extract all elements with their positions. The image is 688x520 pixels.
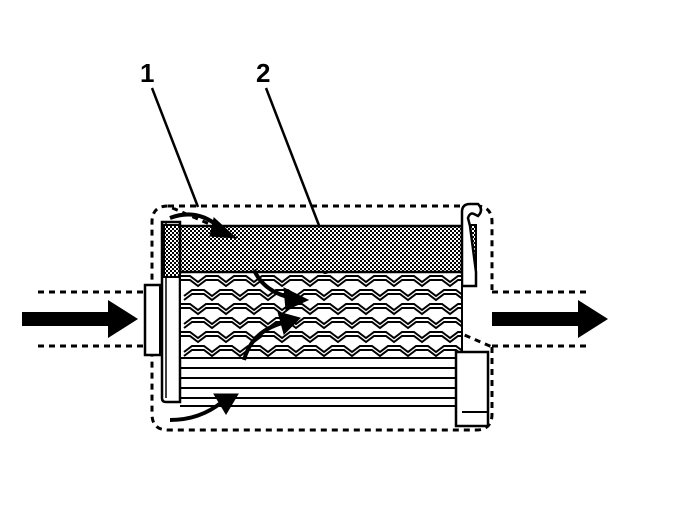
leader-line-1	[150, 87, 200, 208]
inlet-duct-outline	[38, 290, 152, 348]
flow-arrows	[169, 212, 310, 422]
outlet-end-block	[454, 350, 490, 428]
mesh-wave-row	[180, 335, 462, 344]
outlet-duct-outline	[492, 290, 586, 348]
mesh-wave-row	[180, 275, 462, 284]
mesh-wave-row	[180, 303, 462, 312]
mesh-wave-row	[183, 293, 462, 302]
mesh-wave-row	[183, 289, 462, 298]
mesh-wave-row	[180, 307, 462, 316]
mesh-wave-row	[180, 331, 462, 340]
mesh-wave-row	[183, 345, 462, 354]
mesh-wave-row	[183, 321, 462, 330]
callout-label-2: 2	[256, 58, 270, 88]
mesh-wave-row	[180, 279, 462, 288]
mesh-wave-row	[183, 317, 462, 326]
outlet-arrow	[492, 300, 608, 338]
outlet-seal-hook	[460, 202, 483, 288]
inlet-arrow	[22, 300, 138, 338]
callout-label-1: 1	[140, 58, 154, 88]
corrugated-mesh	[180, 274, 462, 358]
left-seal-block	[163, 224, 181, 278]
mesh-wave-row	[183, 349, 462, 358]
